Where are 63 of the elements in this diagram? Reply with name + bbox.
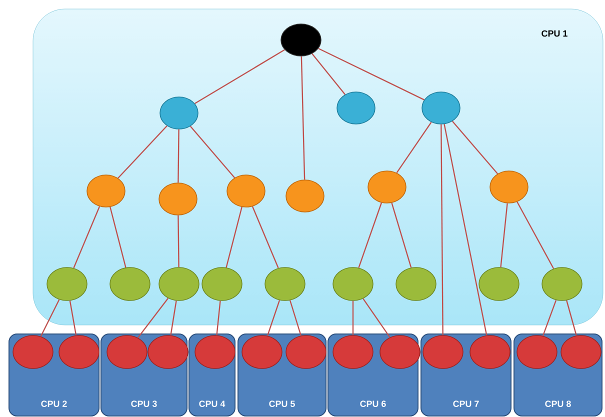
connector-line bbox=[391, 202, 412, 268]
connector-line bbox=[312, 53, 346, 95]
connector-line bbox=[444, 124, 488, 336]
node-circle bbox=[368, 170, 406, 204]
connector-line bbox=[266, 300, 280, 336]
node-circle bbox=[148, 335, 188, 369]
connector-line bbox=[118, 125, 168, 179]
node-circle bbox=[46, 267, 88, 301]
node-circle bbox=[158, 182, 198, 216]
connector-line bbox=[178, 215, 180, 268]
connector-line bbox=[289, 300, 302, 336]
node-circle bbox=[226, 174, 266, 208]
node-circle bbox=[12, 335, 54, 369]
connector-line bbox=[252, 206, 279, 268]
node-circle bbox=[286, 335, 326, 369]
node-circle bbox=[264, 267, 306, 301]
connector-line bbox=[73, 206, 100, 268]
node-circle bbox=[110, 267, 150, 301]
node-circle bbox=[86, 174, 126, 208]
connector-line bbox=[216, 300, 221, 336]
node-circle bbox=[202, 267, 242, 301]
connector-line bbox=[358, 202, 382, 268]
connector-line bbox=[352, 300, 354, 336]
connector-line bbox=[566, 300, 577, 336]
node-circle bbox=[158, 267, 200, 301]
node-circle bbox=[336, 92, 376, 124]
node-circle bbox=[194, 335, 236, 369]
connector-line bbox=[137, 298, 169, 338]
node-circle bbox=[242, 335, 282, 369]
node-circle bbox=[470, 335, 510, 369]
node-circle bbox=[280, 24, 322, 56]
node-circle bbox=[106, 335, 148, 369]
connector-line bbox=[542, 300, 557, 336]
node-circle bbox=[58, 335, 100, 369]
connector-line bbox=[110, 206, 126, 268]
connector-line bbox=[516, 202, 554, 269]
connector-line bbox=[190, 126, 236, 178]
node-circle bbox=[516, 335, 558, 369]
node-circle bbox=[332, 267, 374, 301]
connector-line bbox=[194, 49, 285, 104]
connector-line bbox=[396, 122, 432, 174]
node-circle bbox=[160, 96, 198, 130]
node-circle bbox=[332, 335, 374, 369]
node-circle bbox=[422, 335, 464, 369]
node-circle bbox=[380, 335, 420, 369]
node-circle bbox=[422, 92, 460, 124]
node-circle bbox=[286, 180, 324, 212]
connector-line bbox=[226, 206, 242, 268]
connector-line bbox=[178, 129, 180, 183]
connector-line bbox=[40, 299, 60, 337]
connector-line bbox=[170, 300, 177, 336]
connector-line bbox=[440, 124, 444, 336]
connector-line bbox=[500, 203, 508, 268]
connector-line bbox=[318, 48, 424, 100]
node-circle bbox=[396, 267, 436, 301]
connector-line bbox=[69, 300, 77, 336]
node-circle bbox=[542, 267, 582, 301]
node-circle bbox=[478, 267, 520, 301]
node-circle bbox=[560, 335, 602, 369]
connector-line bbox=[362, 298, 390, 338]
connector-line bbox=[300, 56, 306, 180]
connector-line bbox=[452, 120, 498, 174]
node-circle bbox=[490, 170, 528, 204]
